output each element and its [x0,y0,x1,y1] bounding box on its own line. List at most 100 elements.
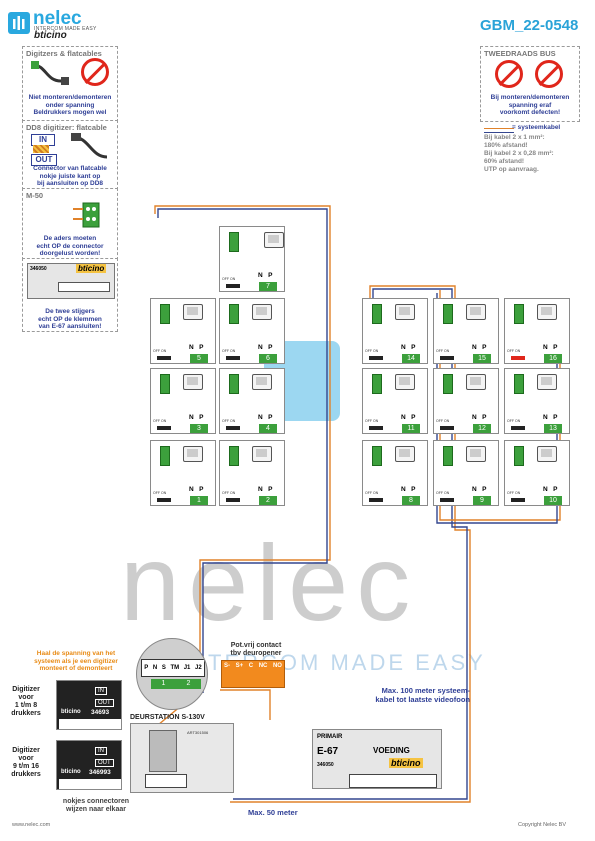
unit-number: 4 [259,424,277,433]
out-label: OUT [95,759,114,767]
monitor-icon [252,374,272,390]
document-id: GBM_22-0548 [480,17,579,34]
unit-number: 11 [402,424,420,433]
cable-legend-text: Bij kabel 2 x 1 mm²:180% afstand!Bij kab… [484,134,554,173]
footer-url: www.nelec.com [12,822,51,828]
np-switch-label: N P [258,272,273,279]
np-switch-label: N P [543,344,558,351]
monitor-icon [537,304,557,320]
offon-switch [226,426,240,430]
offon-switch [157,498,171,502]
box-title: TWEEDRAADS BUS [484,49,556,58]
psu-brand: bticino [389,758,423,768]
psu-primair: PRIMAIR [317,734,343,740]
box-title: Digitzers & flatcables [26,49,102,58]
digitizer-code: 346993 [89,769,111,776]
np-switch-label: N P [258,414,273,421]
offon-label: OFF ON [365,491,379,495]
cable-legend-label: = systeemkabel [512,124,561,131]
np-switch-label: N P [258,486,273,493]
terminal-block [443,304,453,324]
box-title: DD8 digitizer: flatcable [26,123,107,132]
terminal-block [160,374,170,394]
unit-number: 14 [402,354,420,363]
psu-model: E-67 [317,746,339,757]
unit-number: 13 [544,424,562,433]
np-switch-label: N P [401,344,416,351]
monitor-icon [264,232,284,248]
psu-voeding: VOEDING [373,746,410,755]
e67-brand: bticino [76,264,107,273]
art-code: ART301506 [187,730,209,735]
display-panel [149,730,177,772]
out-label: OUT [31,154,57,166]
offon-switch [440,426,454,430]
box-title: M-50 [26,191,44,200]
np-switch-label: N P [258,344,273,351]
np-switch-label: N P [472,486,487,493]
monitor-icon [395,446,415,462]
np-switch-label: N P [543,414,558,421]
np-switch-label: N P [543,486,558,493]
offon-switch [226,356,240,360]
monitor-icon [466,374,486,390]
e67-power-supply: PRIMAIR E-67 VOEDING 346050 bticino [312,729,442,789]
offon-label: OFF ON [222,277,236,281]
prohibited-icon [81,58,109,86]
unit-number: 1 [190,496,208,505]
nelec-logo-icon [8,12,30,34]
digitizer-1: IN OUT bticino 34693 [56,680,122,730]
offon-label: OFF ON [436,491,450,495]
connector-strip [145,774,187,788]
offon-switch [511,426,525,430]
videophone-unit: N P OFF ON 11 [362,368,428,434]
monitor-icon [395,374,415,390]
offon-label: OFF ON [436,419,450,423]
offon-switch [440,356,454,360]
monitor-icon [466,446,486,462]
terminal-block [514,304,524,324]
terminal-block [160,304,170,324]
monitor-icon [395,304,415,320]
np-switch-label: N P [401,414,416,421]
terminal-block [229,446,239,466]
terminal-block [372,374,382,394]
unit-number: 6 [259,354,277,363]
terminal-block [229,304,239,324]
e67-code: 346050 [30,266,47,272]
footer-copyright: Copyright Nelec BV [518,822,566,828]
unit-number: 9 [473,496,491,505]
connector-icon [71,133,108,159]
e67-terminals [58,282,110,292]
monitor-icon [183,374,203,390]
flatcable-icon [31,61,69,85]
unit-number: 12 [473,424,491,433]
offon-label: OFF ON [436,349,450,353]
unit-number: 15 [473,354,491,363]
offon-label: OFF ON [153,349,167,353]
np-switch-label: N P [472,344,487,351]
offon-label: OFF ON [507,349,521,353]
e67-mini: 346050 bticino [27,263,115,299]
flatcable-stripe [33,145,49,153]
offon-label: OFF ON [365,419,379,423]
offon-switch [226,284,240,288]
offon-switch [157,426,171,430]
offon-switch [369,498,383,502]
